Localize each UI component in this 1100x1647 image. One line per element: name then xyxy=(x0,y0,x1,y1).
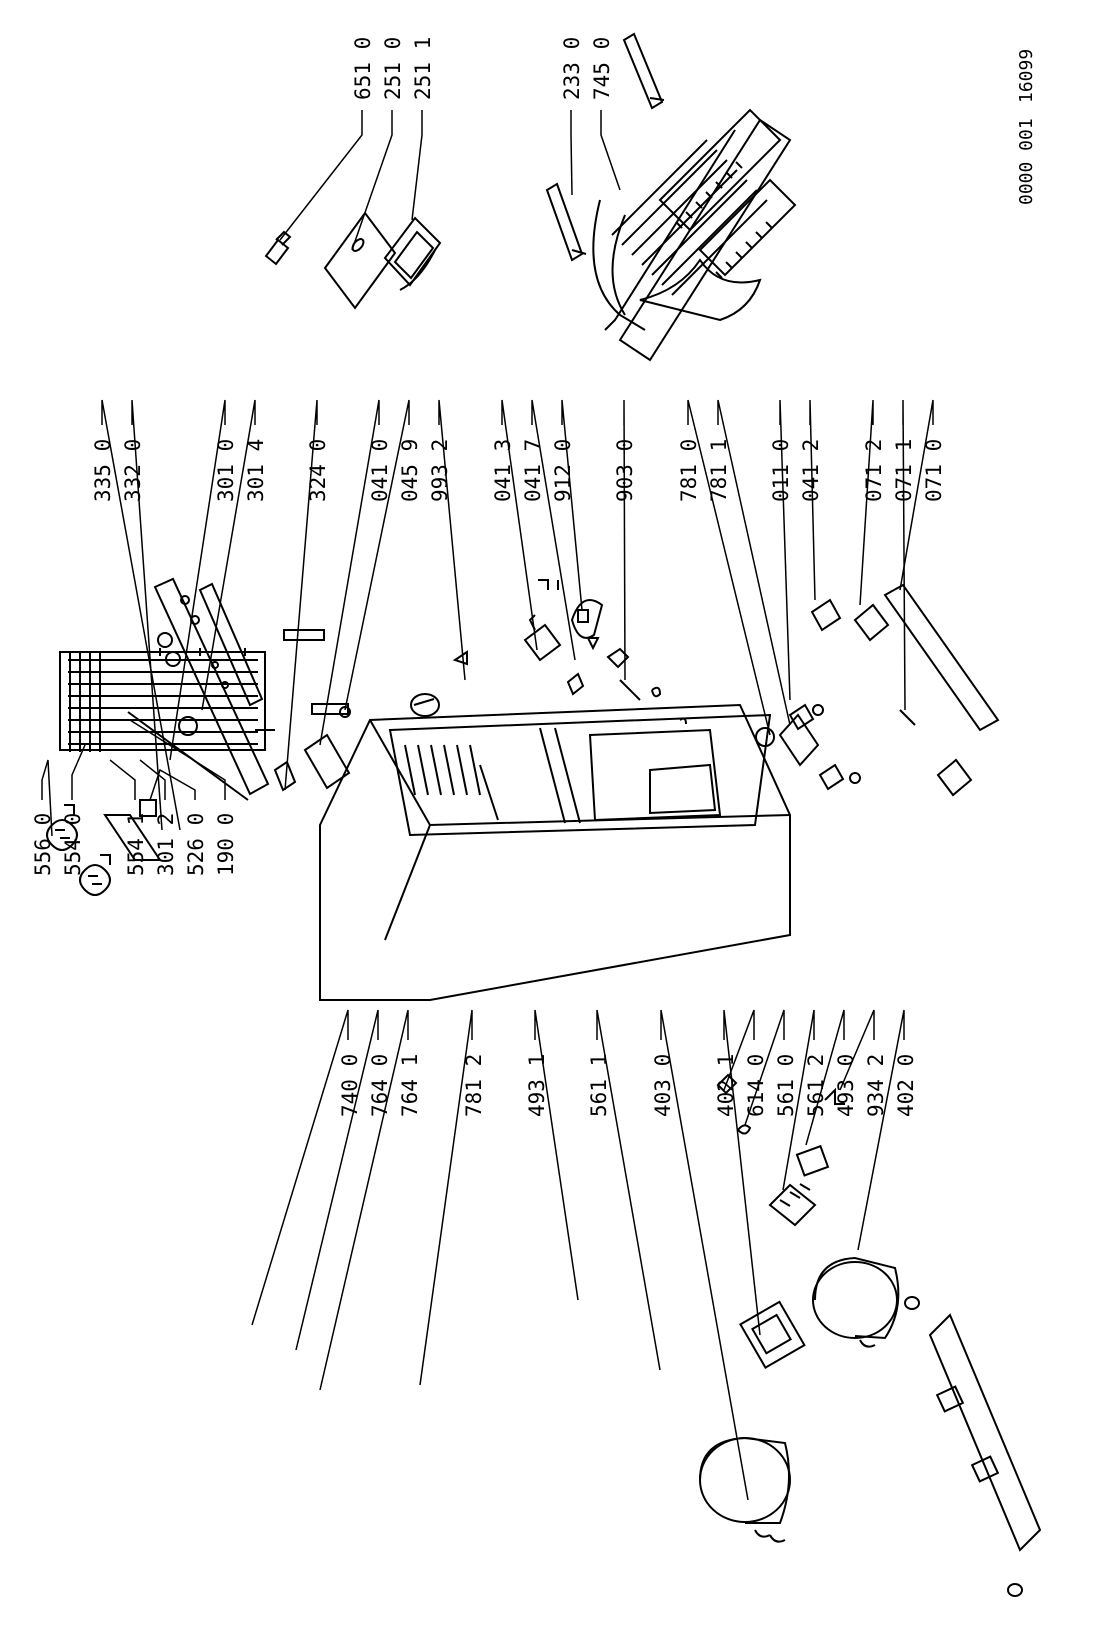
part-number: 251 1 xyxy=(411,37,435,100)
part-number: 561 0 xyxy=(774,1054,798,1117)
part-number: 561 2 xyxy=(804,1054,828,1117)
filter-drier-icon xyxy=(283,629,349,715)
cable-icon xyxy=(127,711,249,801)
thermostat-plate-icon xyxy=(64,799,162,865)
shelf-support-left xyxy=(545,182,587,262)
label-group-right-top: 651 0 251 0 251 1 xyxy=(351,37,435,100)
document-code-prefix: 0000 001 xyxy=(1016,118,1037,205)
hinge-bracket-icon xyxy=(303,706,351,790)
part-number: 934 2 xyxy=(864,1054,888,1117)
trim-strip-icon xyxy=(883,583,1000,732)
part-number: 041 3 xyxy=(491,439,515,502)
part-number: 614 0 xyxy=(744,1054,768,1117)
part-number: 493 0 xyxy=(834,1054,858,1117)
part-number: 993 2 xyxy=(428,439,452,502)
part-number: 651 0 xyxy=(351,37,375,100)
part-number: 526 0 xyxy=(184,813,208,876)
part-number: 071 0 xyxy=(922,439,946,502)
label-group-lower-left: 402 1 614 0 561 0 561 2 493 0 934 2 402 … xyxy=(714,1054,918,1117)
part-number: 301 2 xyxy=(154,813,178,876)
part-number: 251 0 xyxy=(381,37,405,100)
lower-hinge-icon xyxy=(788,598,861,791)
clip-icon xyxy=(737,1124,752,1135)
part-number: 781 0 xyxy=(677,439,701,502)
compressor-icon xyxy=(699,1436,791,1543)
middle-hinge-icon xyxy=(523,614,585,696)
hinge-cover-icon xyxy=(273,760,297,792)
label-group-upper-left: 740 0 764 0 764 1 781 2 493 1 561 1 403 … xyxy=(338,1054,675,1117)
terminal-box-icon xyxy=(739,1300,806,1370)
adjustable-foot-icon xyxy=(853,603,973,797)
relay-icon xyxy=(606,647,687,725)
part-number: 493 1 xyxy=(525,1054,549,1117)
part-number: 745 0 xyxy=(590,37,614,100)
cabinet-vent-slats xyxy=(404,744,481,796)
rod-icon xyxy=(619,679,641,701)
thermostat-knob-icon xyxy=(410,693,440,717)
grommet-icon xyxy=(716,1073,738,1095)
wire-shelves-icon xyxy=(592,108,797,362)
thermostat-springs-icon xyxy=(46,819,111,896)
shelf-support-right xyxy=(622,32,665,110)
bracket-wire-icon xyxy=(824,1087,845,1105)
part-number: 233 0 xyxy=(560,37,584,100)
part-number: 764 1 xyxy=(398,1054,422,1117)
part-number: 045 9 xyxy=(398,439,422,502)
leader-lines xyxy=(41,110,934,1501)
part-number: 071 2 xyxy=(862,439,886,502)
condenser-coil-icon xyxy=(59,648,275,752)
lamp-housing xyxy=(383,216,442,291)
compressor-mounting-rail-icon xyxy=(904,1296,1042,1597)
screw-icon xyxy=(452,650,468,666)
temperature-knob-icon xyxy=(157,632,198,736)
part-number: 764 0 xyxy=(368,1054,392,1117)
part-number: 041 0 xyxy=(368,439,392,502)
label-group-right-mid: 233 0 745 0 xyxy=(560,37,614,100)
document-code-number: 16099 xyxy=(1016,49,1037,103)
relay-housing-icon xyxy=(768,1183,817,1227)
part-number: 301 4 xyxy=(244,439,268,502)
lamp-cover-plate xyxy=(323,211,397,310)
part-number: 781 2 xyxy=(462,1054,486,1117)
part-number: 740 0 xyxy=(338,1054,362,1117)
compressor-icon-2 xyxy=(812,1256,900,1348)
lamp-bulb-icon xyxy=(264,230,292,266)
control-panel-icon xyxy=(153,577,270,796)
shelf-wires xyxy=(611,108,797,322)
part-number: 402 0 xyxy=(894,1054,918,1117)
cover-icon xyxy=(795,1144,830,1177)
part-number: 190 0 xyxy=(214,813,238,876)
screw-icon-2 xyxy=(577,609,600,651)
label-group-middle: 335 0 332 0 301 0 301 4 324 0 041 0 045 … xyxy=(91,439,946,502)
refrigerator-cabinet-icon xyxy=(319,703,791,1001)
part-number: 332 0 xyxy=(121,439,145,502)
label-group-top-left: 556 0 554 0 554 1 301 2 526 0 190 0 xyxy=(31,813,238,876)
part-number: 403 0 xyxy=(651,1054,675,1117)
part-number: 561 1 xyxy=(587,1054,611,1117)
part-number: 041 7 xyxy=(521,439,545,502)
thermostat-housing-icon xyxy=(755,713,820,767)
relay-cover-icon xyxy=(538,579,604,639)
